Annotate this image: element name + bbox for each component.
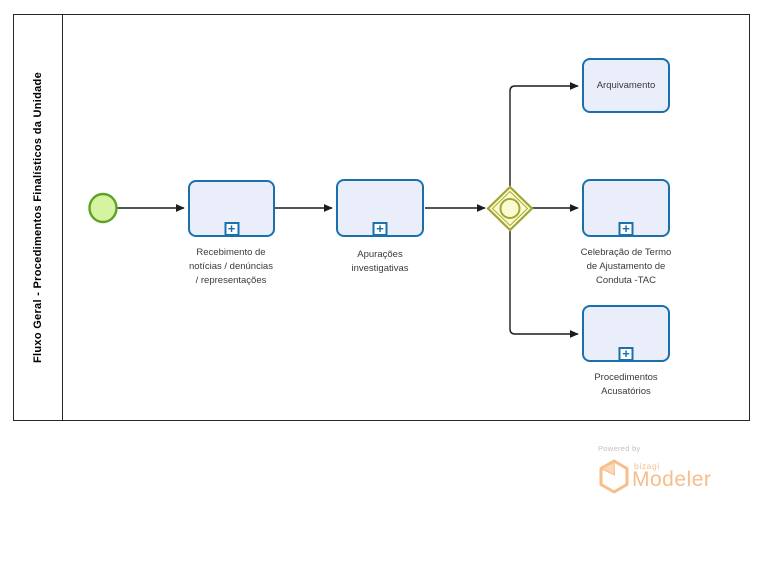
bizagi-modeler-logo[interactable]: Powered by bizagi Modeler	[598, 444, 738, 500]
task-acusatorios[interactable]: +	[582, 305, 670, 362]
sequence-flow-gateway-to-arquivamento[interactable]	[509, 82, 579, 186]
task-apuracoes[interactable]: +	[336, 179, 424, 237]
task-tac[interactable]: +	[582, 179, 670, 237]
start-event[interactable]	[88, 192, 118, 224]
sequence-flow-gateway-to-acusatorios[interactable]	[509, 231, 579, 338]
inclusive-gateway[interactable]	[486, 185, 534, 232]
powered-by-label: Powered by	[598, 444, 641, 453]
task-apuracoes-label: Apurações investigativas	[351, 249, 409, 274]
pool-header: Fluxo Geral - Procedimentos Finalísticos…	[14, 15, 63, 420]
inclusive-gateway-circle-icon	[499, 198, 521, 219]
bizagi-brand-label: bizagi	[634, 461, 660, 471]
gateway-diamond-inner-line	[491, 190, 529, 227]
gateway-diamond[interactable]	[486, 185, 534, 232]
task-tac-label: Celebração de Termo de Ajustamento de Co…	[580, 247, 672, 286]
subprocess-plus-icon[interactable]: +	[618, 347, 634, 361]
task-arquivamento[interactable]: Arquivamento	[582, 58, 670, 113]
subprocess-plus-icon[interactable]: +	[618, 222, 634, 236]
task-recebimento-label: Recebimento de notícias / denúncias / re…	[189, 247, 273, 286]
task-arquivamento-label: Arquivamento	[596, 80, 656, 91]
modeler-product-label: Modeler	[632, 468, 712, 491]
subprocess-plus-icon[interactable]: +	[372, 222, 388, 236]
task-recebimento[interactable]: +	[188, 180, 275, 237]
bizagi-hexagon-icon	[599, 459, 629, 494]
subprocess-plus-icon[interactable]: +	[224, 222, 239, 236]
task-acusatorios-label: Procedimentos Acusatórios	[594, 372, 658, 397]
